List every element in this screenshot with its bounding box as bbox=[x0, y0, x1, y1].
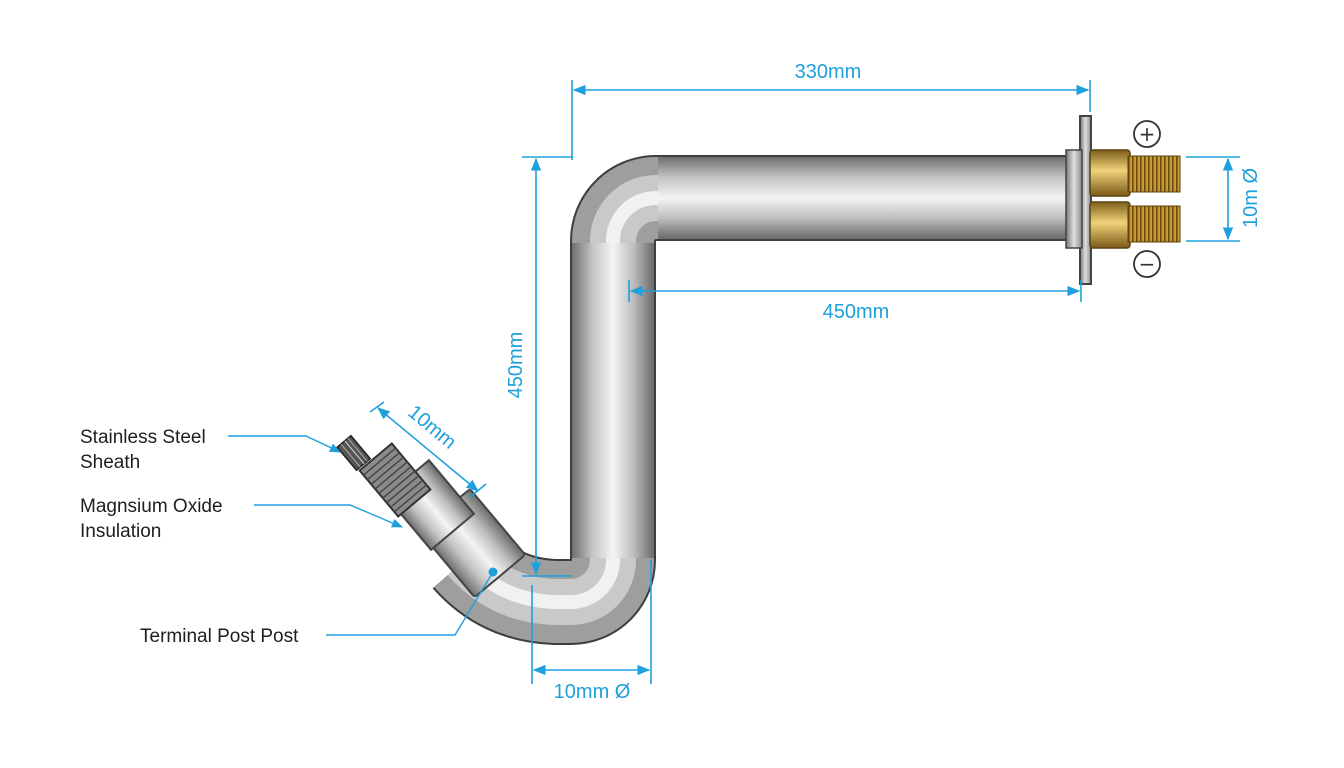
positive-terminal-icon: + bbox=[1133, 120, 1161, 148]
label-sheath-line1: Stainless Steel bbox=[80, 427, 206, 448]
label-sheath-line2: Sheath bbox=[80, 452, 140, 473]
dim-end-length: 10mm bbox=[403, 401, 460, 454]
negative-terminal-icon: − bbox=[1133, 250, 1161, 278]
label-terminal-post: Terminal Post Post bbox=[140, 626, 299, 647]
label-insulation-line1: Magnsium Oxide bbox=[80, 496, 223, 517]
leader-lines bbox=[228, 435, 494, 636]
flange-plate bbox=[1065, 115, 1092, 285]
tube-body bbox=[432, 155, 1068, 645]
dimension-lines bbox=[369, 80, 1240, 684]
dim-inner-length: 450mm bbox=[823, 301, 890, 323]
wire-bundle bbox=[336, 434, 372, 472]
dim-bottom-diameter: 10mm Ø bbox=[554, 681, 631, 703]
dim-vertical-length: 450mm bbox=[505, 332, 527, 399]
brass-fitting-negative bbox=[1089, 201, 1181, 249]
dim-terminal-diameter: 10m Ø bbox=[1240, 168, 1262, 228]
dim-top-length: 330mm bbox=[795, 61, 862, 83]
positive-symbol: + bbox=[1139, 122, 1156, 146]
terminal-post-marker bbox=[488, 567, 498, 577]
brass-fitting-positive bbox=[1089, 149, 1181, 197]
label-insulation-line2: Insulation bbox=[80, 521, 161, 542]
negative-symbol: − bbox=[1139, 252, 1156, 276]
